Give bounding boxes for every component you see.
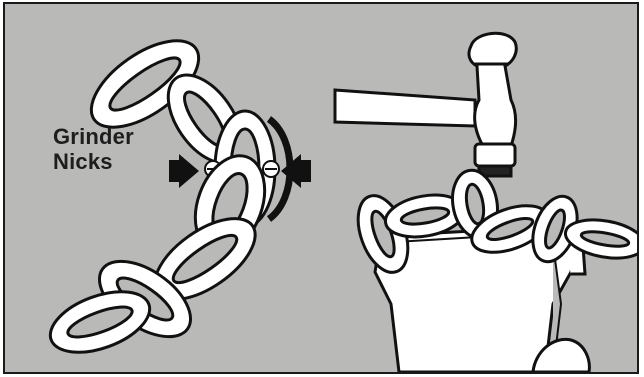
label-line-2: Nicks bbox=[53, 149, 134, 174]
illustration-panel: Grinder Nicks bbox=[3, 2, 639, 374]
label-line-1: Grinder bbox=[53, 124, 134, 149]
hammer bbox=[335, 33, 516, 176]
chain-left bbox=[42, 24, 290, 364]
chain-illustration bbox=[5, 4, 637, 372]
nick-arrow-left bbox=[169, 154, 199, 188]
grinder-nicks-label: Grinder Nicks bbox=[53, 124, 134, 174]
